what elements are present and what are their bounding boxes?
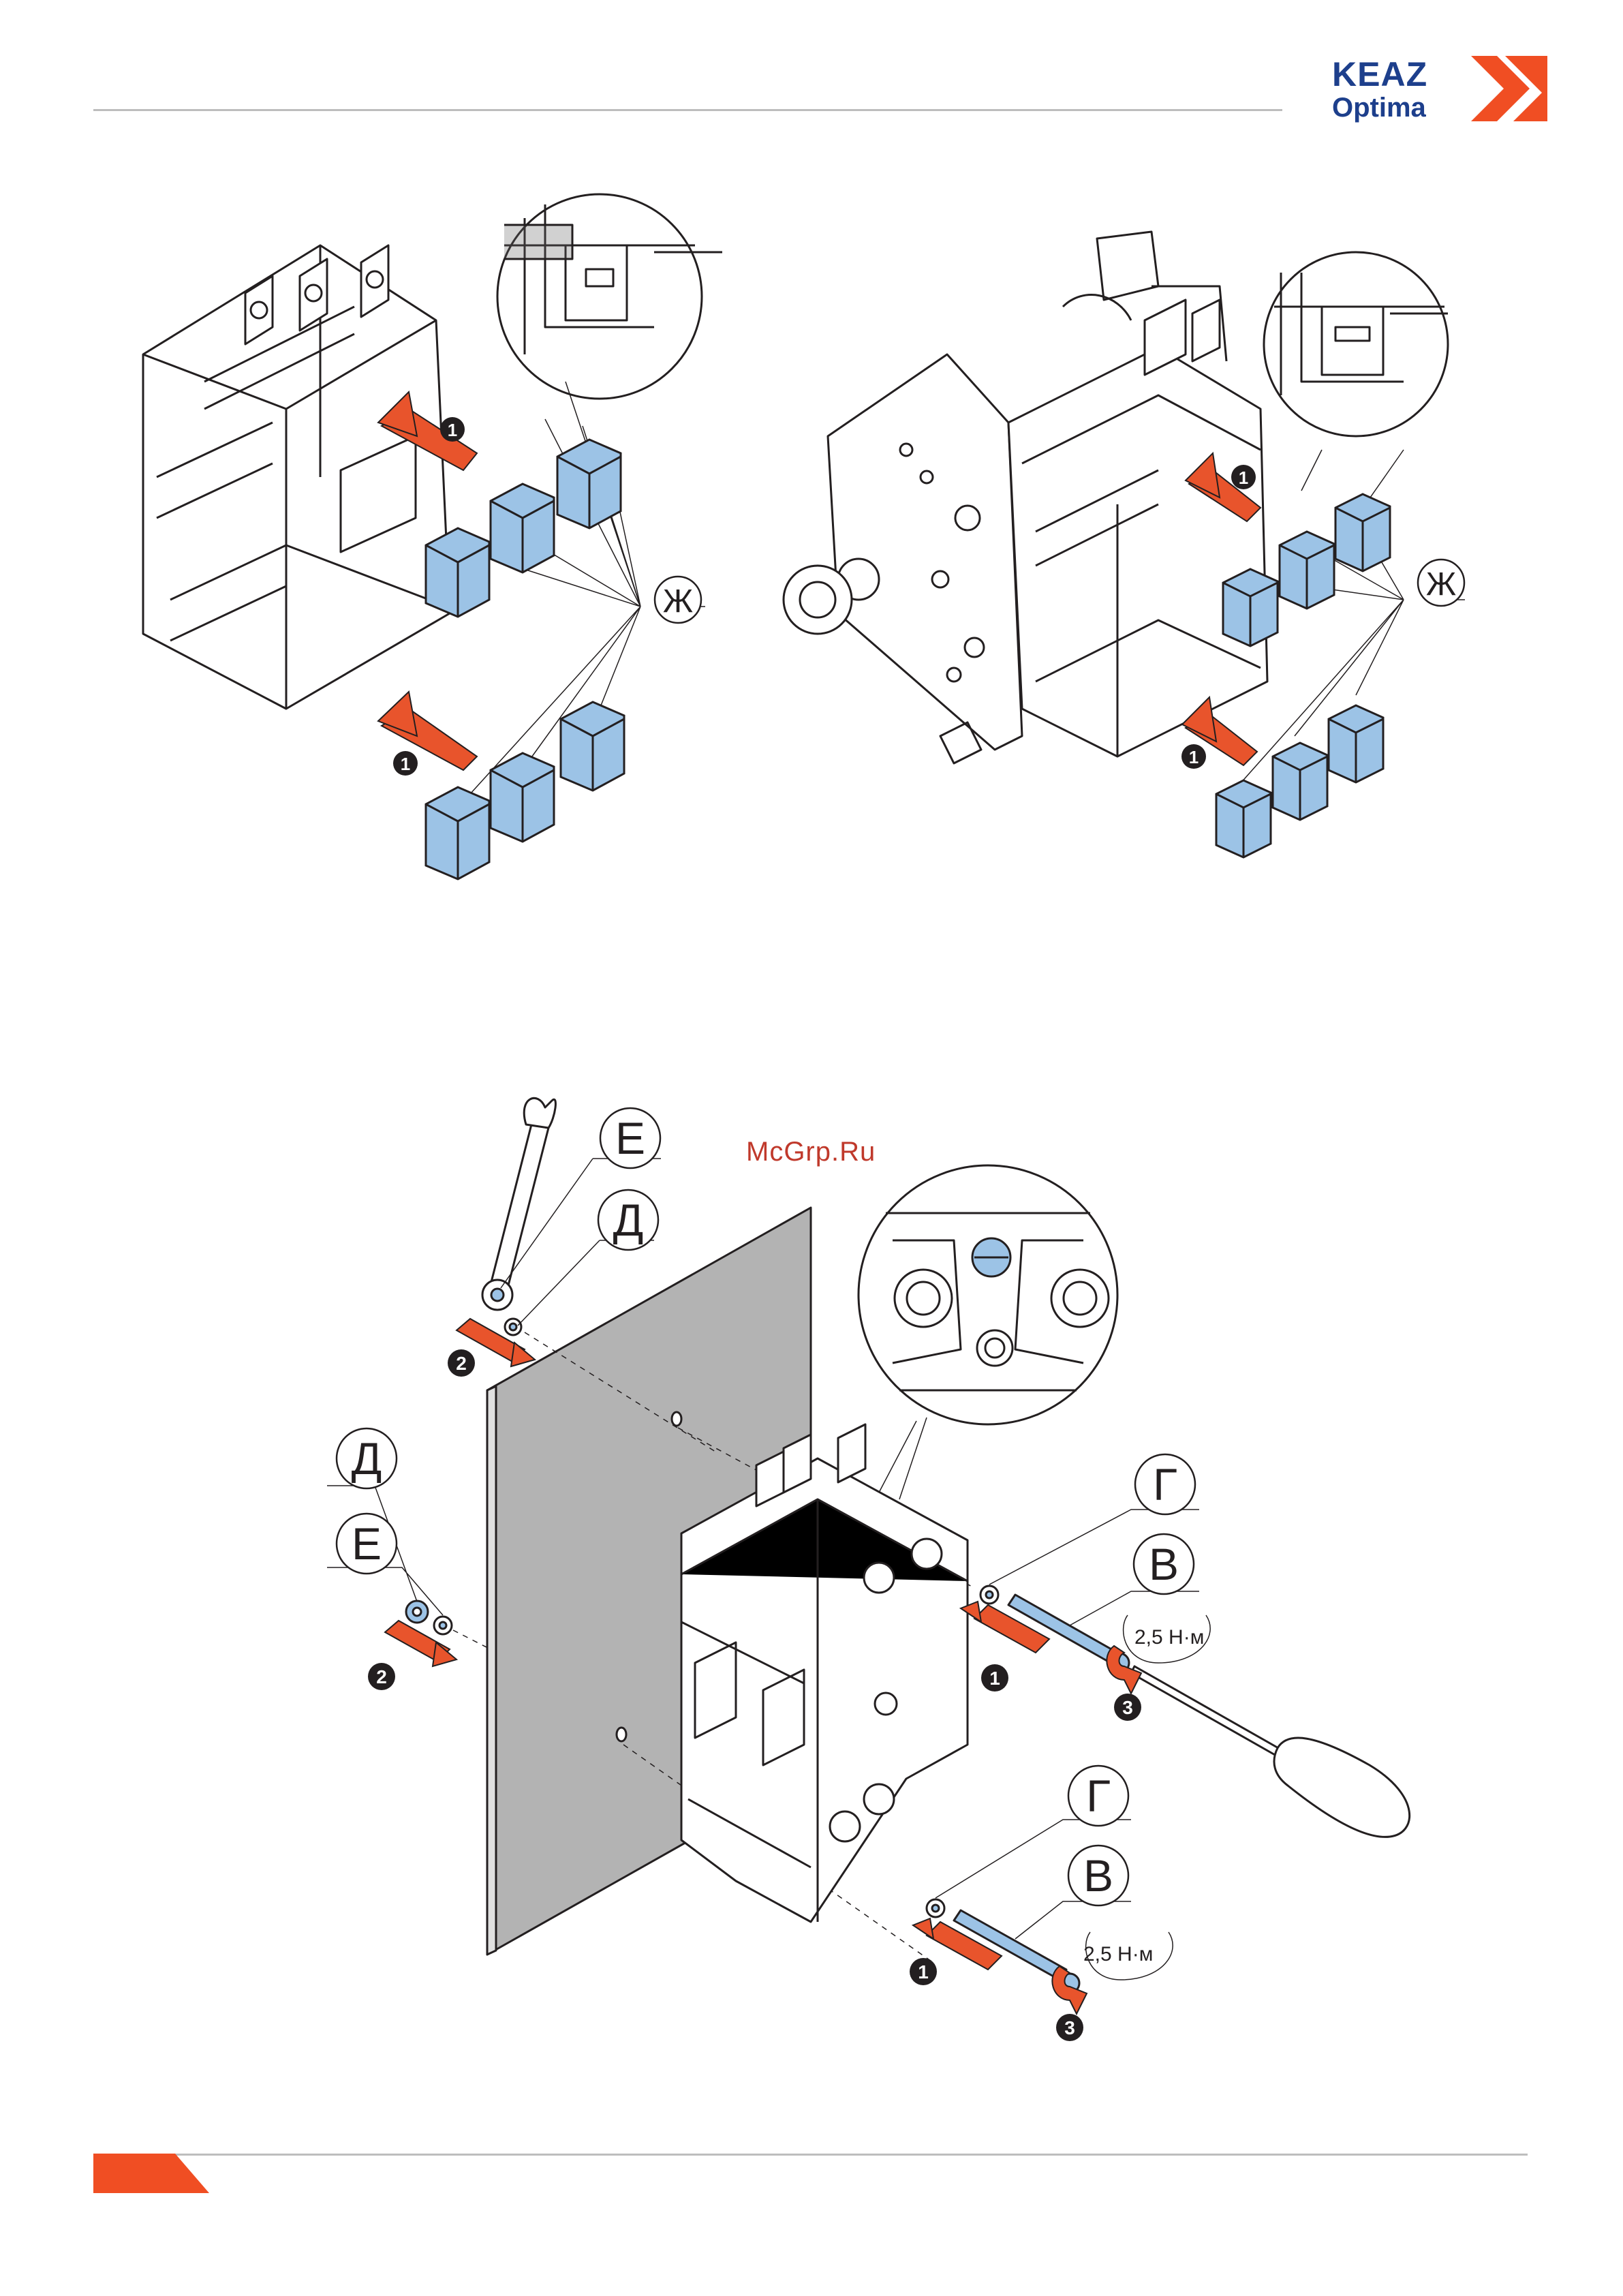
step-1-upper: 1 bbox=[989, 1668, 1000, 1689]
figure-2-parts-lower bbox=[1216, 705, 1383, 857]
figure-2-step-upper: 1 bbox=[1239, 468, 1248, 488]
step-3-lower: 3 bbox=[1064, 2017, 1075, 2038]
torque-upper: 2,5 Н·м bbox=[1134, 1626, 1204, 1649]
figure-1-callout-label: Ж bbox=[663, 583, 693, 619]
label-v-lower: В bbox=[1083, 1850, 1113, 1901]
figure-1-step-lower: 1 bbox=[401, 754, 410, 774]
label-v-upper: В bbox=[1149, 1539, 1179, 1589]
label-g-upper: Г bbox=[1153, 1459, 1177, 1510]
step-2-top: 2 bbox=[456, 1353, 467, 1374]
figure-3 bbox=[327, 1098, 1410, 1993]
footer-accent-tab bbox=[93, 2154, 209, 2193]
label-e-top: Е bbox=[615, 1113, 645, 1163]
figure-2-step-lower: 1 bbox=[1189, 747, 1199, 767]
label-e-left: Е bbox=[352, 1518, 382, 1569]
step-1-lower: 1 bbox=[918, 1961, 929, 1983]
footer-rule bbox=[93, 2154, 1528, 2156]
figure-1-step-upper: 1 bbox=[448, 420, 457, 440]
screwdriver-handle bbox=[1274, 1738, 1410, 1837]
screwdriver-shaft bbox=[1131, 1666, 1284, 1758]
wrench-icon bbox=[491, 1124, 548, 1288]
figure-1-parts-lower bbox=[426, 702, 624, 879]
step-3-upper: 3 bbox=[1122, 1697, 1133, 1718]
step-2-left: 2 bbox=[376, 1666, 387, 1687]
torque-lower: 2,5 Н·м bbox=[1083, 1943, 1153, 1965]
figure-2-callout-label: Ж bbox=[1426, 566, 1456, 602]
label-d-left: Д bbox=[352, 1433, 382, 1484]
figure-1 bbox=[143, 194, 722, 794]
label-d-top: Д bbox=[613, 1195, 644, 1245]
label-g-lower: Г bbox=[1086, 1771, 1111, 1821]
figure-3-rotate-lower bbox=[1052, 1966, 1087, 2014]
